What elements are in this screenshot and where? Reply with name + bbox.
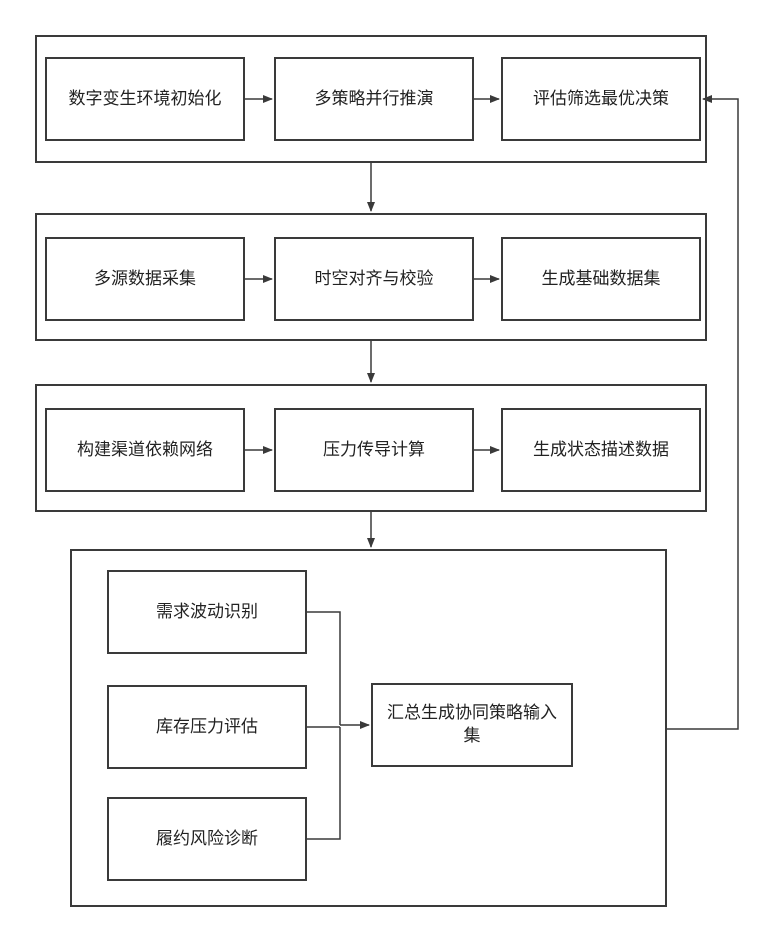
arrow-feedback-loop <box>667 99 738 729</box>
connector-input-3 <box>307 727 340 839</box>
connector-input-1 <box>307 612 340 725</box>
